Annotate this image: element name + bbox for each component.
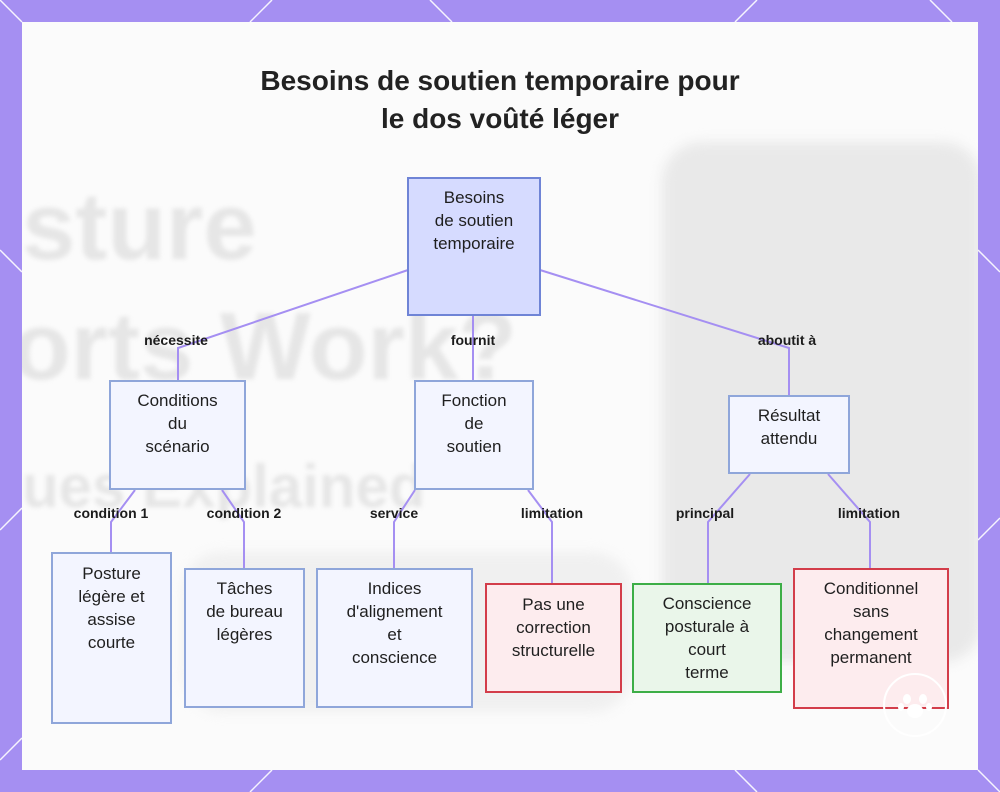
edge-label-limitation-2: limitation xyxy=(837,505,901,521)
node-pas-correction: Pas une correction structurelle xyxy=(485,583,622,693)
node-label: Tâches de bureau légères xyxy=(206,579,283,644)
edge-label-principal: principal xyxy=(675,505,735,521)
edge-label-limitation-1: limitation xyxy=(520,505,584,521)
dog-paw-logo-icon xyxy=(883,673,947,737)
node-conditionnel: Conditionnel sans changement permanent xyxy=(793,568,949,709)
node-label: Conscience posturale à court terme xyxy=(662,594,752,682)
edge-conditions-taches xyxy=(221,489,245,568)
edge-label-aboutit: aboutit à xyxy=(757,332,817,348)
node-label: Conditionnel sans changement permanent xyxy=(823,579,919,667)
title-line-1: Besoins de soutien temporaire pour xyxy=(260,65,740,96)
edge-fonction-pas-correction xyxy=(527,489,553,583)
node-taches-bureau: Tâches de bureau légères xyxy=(184,568,305,708)
edge-resultat-conditionnel xyxy=(827,473,871,568)
node-resultat-attendu: Résultat attendu xyxy=(728,395,850,474)
node-label: Résultat attendu xyxy=(757,406,821,448)
edge-resultat-conscience xyxy=(707,473,751,583)
edge-label-condition-1: condition 1 xyxy=(73,505,149,521)
node-besoins-soutien: Besoins de soutien temporaire xyxy=(407,177,541,316)
edge-root-resultat xyxy=(539,269,790,395)
node-label: Fonction de soutien xyxy=(441,391,507,456)
edge-label-necessite: nécessite xyxy=(144,332,208,348)
node-label: Besoins de soutien temporaire xyxy=(433,188,515,253)
edge-fonction-indices xyxy=(393,489,416,568)
edge-root-conditions xyxy=(177,269,409,380)
edge-label-condition-2: condition 2 xyxy=(206,505,282,521)
background-text: sture xyxy=(22,173,257,280)
node-label: Posture légère et assise courte xyxy=(78,564,145,652)
node-conditions-scenario: Conditions du scénario xyxy=(109,380,246,490)
node-label: Conditions du scénario xyxy=(137,391,218,456)
node-label: Indices d'alignement et conscience xyxy=(346,579,443,667)
edge-label-fournit: fournit xyxy=(450,332,496,348)
node-label: Pas une correction structurelle xyxy=(511,595,596,660)
node-posture-legere: Posture légère et assise courte xyxy=(51,552,172,724)
node-indices-alignement: Indices d'alignement et conscience xyxy=(316,568,473,708)
edge-conditions-posture xyxy=(110,489,136,552)
node-conscience-posturale: Conscience posturale à court terme xyxy=(632,583,782,693)
edge-label-service: service xyxy=(369,505,419,521)
title-line-2: le dos voûté léger xyxy=(380,103,620,134)
node-fonction-soutien: Fonction de soutien xyxy=(414,380,534,490)
